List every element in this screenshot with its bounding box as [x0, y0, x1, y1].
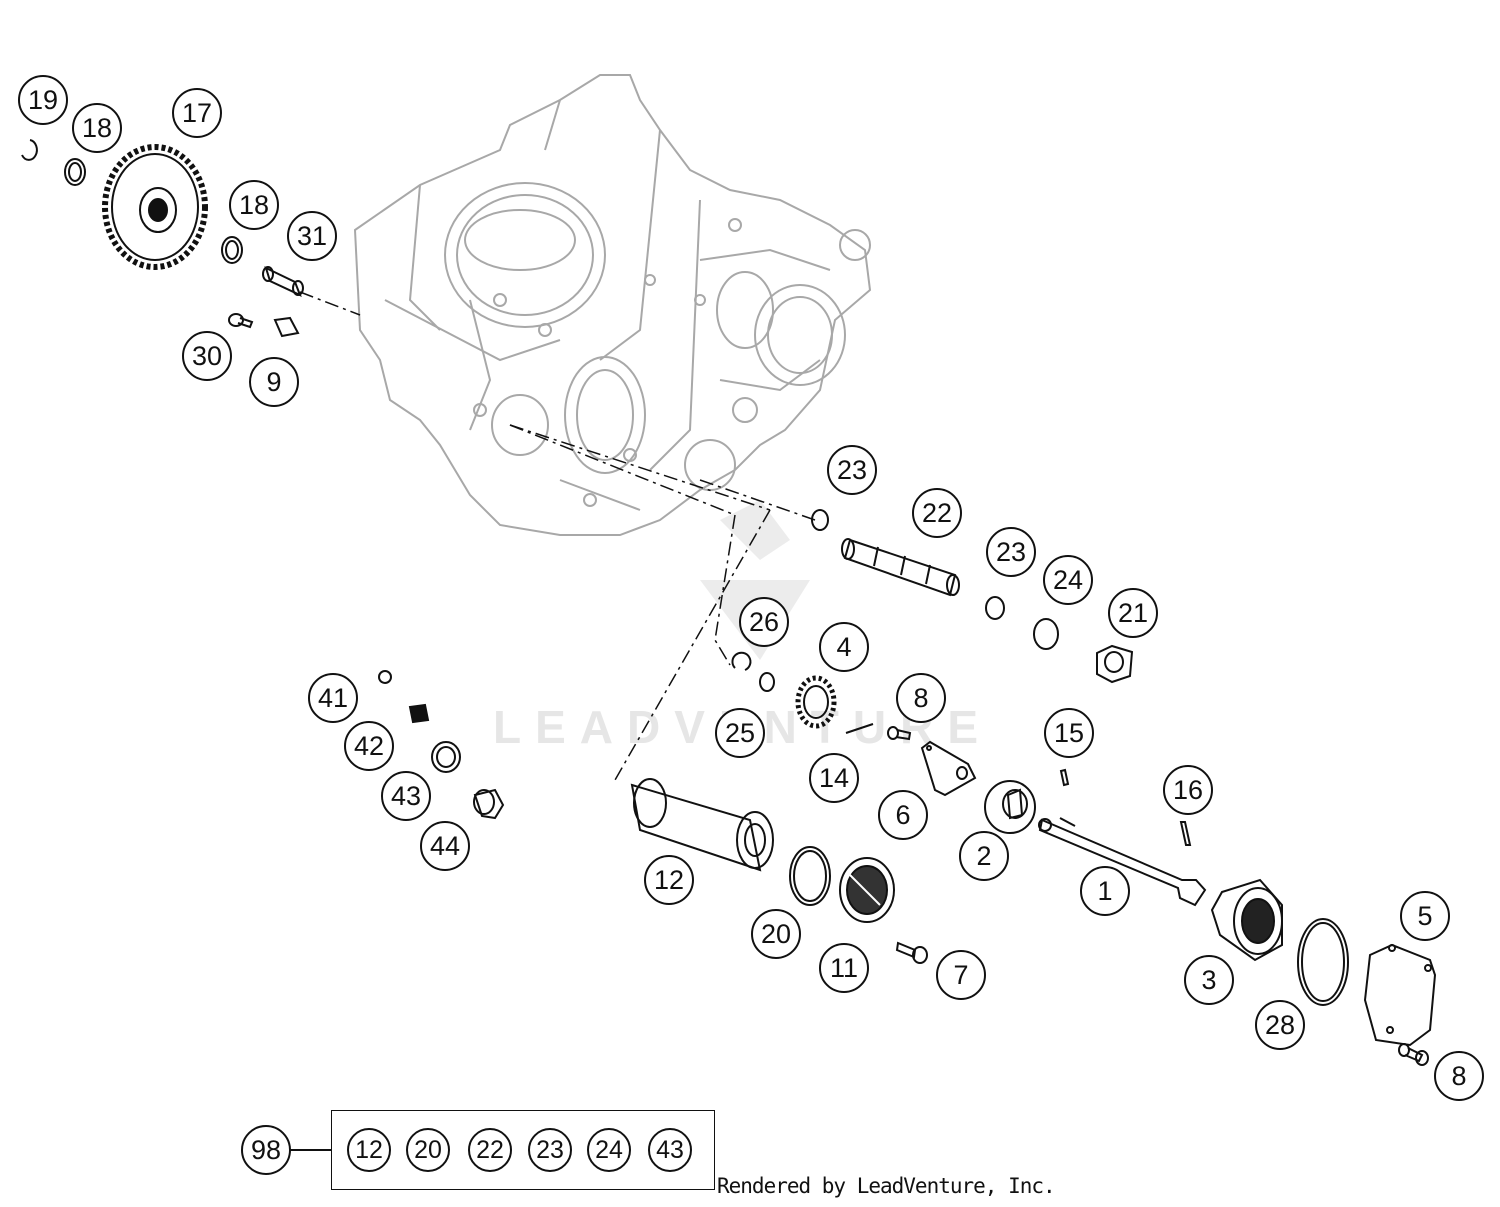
- gear-4: [795, 675, 837, 729]
- callout-kit-98[interactable]: 98: [241, 1125, 291, 1175]
- callout-2[interactable]: 2: [959, 831, 1009, 881]
- pipe-22: [841, 538, 960, 597]
- callout-23[interactable]: 23: [827, 445, 877, 495]
- pump-housing-3: [1210, 878, 1283, 962]
- screw-30: [228, 313, 254, 329]
- plate-9: [273, 316, 300, 338]
- pin-16: [1179, 821, 1192, 846]
- oring-28: [1297, 918, 1349, 1006]
- callout-11[interactable]: 11: [819, 943, 869, 993]
- callout-24[interactable]: 24: [1043, 555, 1093, 605]
- callout-7[interactable]: 7: [936, 950, 986, 1000]
- crankcase: [353, 74, 872, 536]
- assembly-lines: [299, 291, 816, 781]
- plug-44: [473, 788, 505, 820]
- rotor-2: [984, 780, 1036, 834]
- kit-contents-box: [331, 1110, 715, 1190]
- callout-30[interactable]: 30: [182, 331, 232, 381]
- kit-item-22[interactable]: 22: [468, 1128, 512, 1172]
- callout-1[interactable]: 1: [1080, 866, 1130, 916]
- callout-17[interactable]: 17: [172, 88, 222, 138]
- washer-25: [759, 672, 775, 692]
- callout-15[interactable]: 15: [1044, 708, 1094, 758]
- shaft-1: [1038, 817, 1207, 907]
- callout-4[interactable]: 4: [819, 622, 869, 672]
- bushing-31: [262, 266, 304, 297]
- kit-item-24[interactable]: 24: [587, 1128, 631, 1172]
- circlip-26: [731, 651, 752, 671]
- screw-8a: [887, 726, 912, 741]
- circlip-19: [21, 139, 38, 161]
- kit-item-20[interactable]: 20: [406, 1128, 450, 1172]
- callout-5[interactable]: 5: [1400, 891, 1450, 941]
- pin-14: [845, 723, 874, 734]
- kit-item-12[interactable]: 12: [347, 1128, 391, 1172]
- callout-19[interactable]: 19: [18, 75, 68, 125]
- callout-9[interactable]: 9: [249, 357, 299, 407]
- plug-21: [1096, 644, 1134, 684]
- callout-22[interactable]: 22: [912, 488, 962, 538]
- pin-15: [1059, 768, 1070, 787]
- callout-23[interactable]: 23: [986, 527, 1036, 577]
- plate-6: [920, 740, 977, 797]
- kit-item-43[interactable]: 43: [648, 1128, 692, 1172]
- callout-18[interactable]: 18: [72, 103, 122, 153]
- screw-7: [895, 941, 928, 964]
- callout-44[interactable]: 44: [420, 821, 470, 871]
- oring-23a: [811, 509, 829, 531]
- spring-42: [408, 703, 430, 724]
- callout-8[interactable]: 8: [896, 673, 946, 723]
- callout-14[interactable]: 14: [809, 753, 859, 803]
- callout-31[interactable]: 31: [287, 211, 337, 261]
- kit-item-23[interactable]: 23: [528, 1128, 572, 1172]
- oring-23b: [985, 596, 1005, 620]
- oring-24: [1033, 618, 1059, 650]
- washer-18a: [64, 158, 86, 186]
- callout-3[interactable]: 3: [1184, 955, 1234, 1005]
- callout-6[interactable]: 6: [878, 790, 928, 840]
- parts: [21, 139, 1437, 1151]
- gear-17: [102, 144, 208, 270]
- rendered-by-credit: Rendered by LeadVenture, Inc.: [717, 1174, 1056, 1198]
- callout-21[interactable]: 21: [1108, 588, 1158, 638]
- callout-16[interactable]: 16: [1163, 765, 1213, 815]
- washer-18b: [221, 236, 243, 264]
- cover-5: [1363, 943, 1437, 1047]
- callout-43[interactable]: 43: [381, 771, 431, 821]
- callout-25[interactable]: 25: [715, 708, 765, 758]
- callout-42[interactable]: 42: [344, 721, 394, 771]
- washer-43: [431, 741, 461, 773]
- callout-12[interactable]: 12: [644, 855, 694, 905]
- callout-28[interactable]: 28: [1255, 1000, 1305, 1050]
- oring-20: [789, 846, 831, 906]
- callout-8[interactable]: 8: [1434, 1051, 1484, 1101]
- ball-41: [378, 670, 392, 684]
- screw-8b: [1398, 1043, 1429, 1066]
- cover-11: [839, 857, 895, 923]
- filter-12: [630, 778, 774, 872]
- callout-20[interactable]: 20: [751, 909, 801, 959]
- callout-26[interactable]: 26: [739, 597, 789, 647]
- callout-41[interactable]: 41: [308, 673, 358, 723]
- callout-18[interactable]: 18: [229, 180, 279, 230]
